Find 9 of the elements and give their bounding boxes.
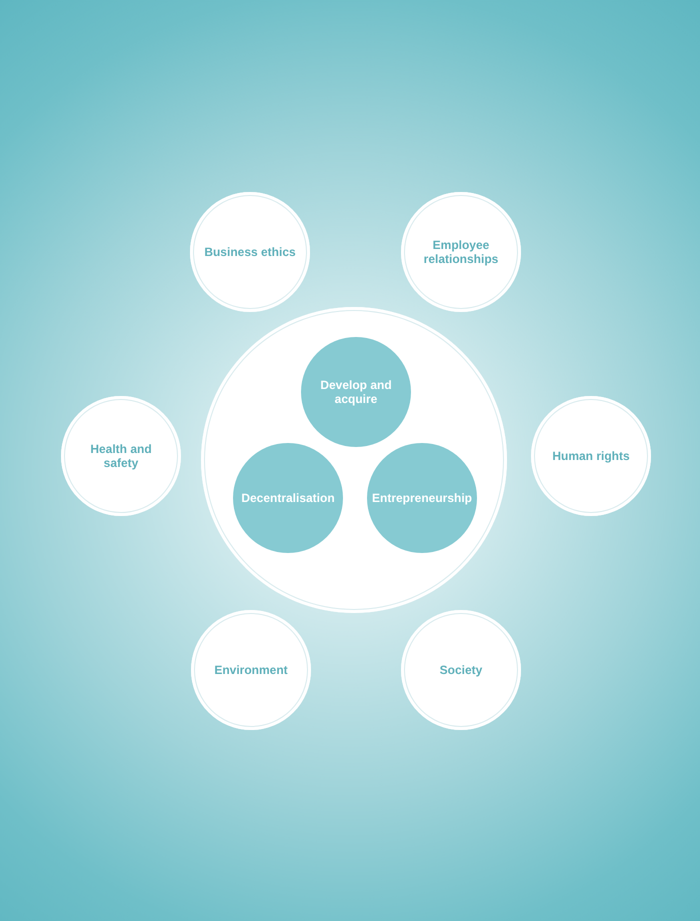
- circle-label: Human rights: [552, 449, 630, 463]
- circle-label: Employee relationships: [422, 238, 500, 266]
- circle-label: Decentralisation: [241, 491, 335, 505]
- circle-label: Entrepreneurship: [372, 491, 472, 505]
- circle-label: Health and safety: [89, 442, 153, 470]
- circle-label: Society: [440, 663, 482, 677]
- circle-label: Develop and acquire: [319, 378, 393, 406]
- circle-label: Business ethics: [204, 245, 296, 259]
- circle-label: Environment: [214, 663, 288, 677]
